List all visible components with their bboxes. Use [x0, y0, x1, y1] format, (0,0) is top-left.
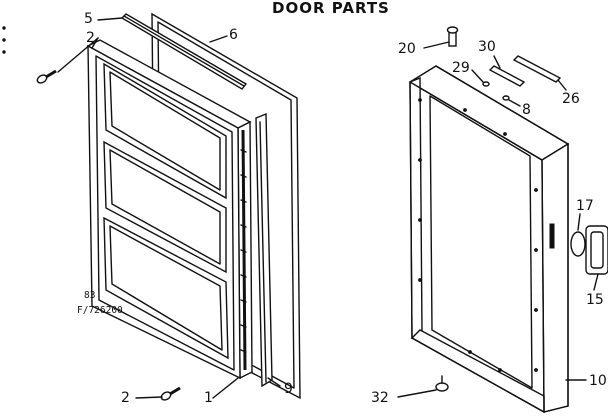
callout-9: 9 — [284, 381, 293, 397]
foot-part-32 — [397, 375, 449, 398]
callout-10: 10 — [589, 373, 607, 389]
clip-part-29 — [471, 69, 490, 87]
callout-1: 1 — [204, 390, 213, 406]
margin-marks — [2, 26, 6, 54]
callout-30: 30 — [478, 39, 496, 55]
callout-32: 32 — [371, 390, 389, 406]
door-frame-part-10 — [408, 65, 570, 414]
liner-edge — [241, 129, 247, 371]
left-leaders — [57, 17, 281, 399]
handle-plate-part-17 — [570, 213, 586, 257]
callout-15: 15 — [586, 292, 604, 308]
screw-part-8 — [502, 95, 521, 107]
callout-2-lower: 2 — [121, 390, 130, 406]
callout-26: 26 — [562, 91, 580, 107]
top-strip-part-30 — [488, 55, 526, 87]
trim-strip-part-5 — [120, 13, 248, 90]
screw-lower-part-2 — [160, 386, 181, 401]
callout-20: 20 — [398, 41, 416, 57]
hinge-pin-part-20 — [423, 26, 459, 49]
strip-part-26 — [512, 55, 567, 91]
liner-compartments — [103, 62, 229, 360]
callout-17: 17 — [576, 198, 594, 214]
callout-5: 5 — [84, 11, 93, 27]
callout-6: 6 — [229, 27, 238, 43]
catalog-line-2: F/726200 — [77, 305, 123, 316]
callout-8: 8 — [522, 102, 531, 118]
diagram-title: DOOR PARTS — [272, 0, 390, 17]
callout-2-upper: 2 — [86, 30, 95, 46]
frame-rivets — [418, 98, 538, 372]
gasket-texture — [240, 149, 247, 353]
handle-part-15 — [585, 225, 608, 291]
catalog-line-1: 83 — [84, 290, 95, 301]
screw-upper-part-2 — [36, 69, 57, 84]
callout-29: 29 — [452, 60, 470, 76]
